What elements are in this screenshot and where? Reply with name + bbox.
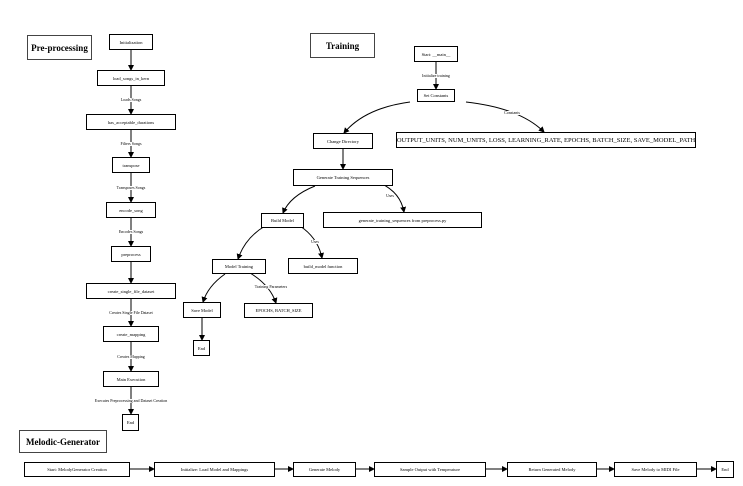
node-build-model-function: build_model function	[288, 258, 358, 274]
node-create-single-file-dataset: create_single_file_dataset	[86, 283, 176, 299]
node-main-execution: Main Execution	[103, 371, 159, 387]
node-set-constants: Set Constants	[417, 89, 455, 102]
edge-label-constants: Constants	[504, 110, 520, 115]
node-generate-training-sequences: Generate Training Sequences	[293, 169, 393, 186]
section-title-melodic-generator: Melodic-Generator	[19, 430, 107, 453]
node-start-main: Start: __main__	[414, 46, 458, 62]
node-preprocess: preprocess	[111, 246, 151, 262]
edge-training-save	[201, 273, 226, 303]
node-load-songs-in-kern: load_songs_in_kern	[97, 70, 165, 86]
node-pre-end: End	[122, 414, 139, 431]
section-title-preprocessing: Pre-processing	[27, 35, 92, 60]
edge-constants-changedir	[343, 101, 411, 134]
node-train-end: End	[193, 340, 210, 356]
node-gen-sample-output: Sample Output with Temperature	[374, 462, 486, 477]
node-gen-initialize: Initialize: Load Model and Mappings	[154, 462, 275, 477]
node-model-training: Model Training	[212, 259, 266, 274]
node-gen-start: Start: MelodyGenerator Creation	[24, 462, 130, 477]
node-save-model: Save Model	[183, 302, 221, 318]
node-gen-end: End	[716, 461, 734, 478]
node-gen-save-midi: Save Melody to MIDI File	[614, 462, 697, 477]
edge-label-training-parameters: Training Parameters	[254, 284, 288, 289]
node-has-acceptable-durations: has_acceptable_durations	[86, 114, 176, 130]
edge-label-creates-mapping: Creates Mapping	[117, 354, 145, 359]
node-create-mapping: create_mapping	[103, 326, 159, 342]
node-gen-generate-melody: Generate Melody	[293, 462, 356, 477]
section-title-training: Training	[310, 33, 375, 58]
node-transpose: transpose	[112, 157, 150, 173]
edge-label-filters-songs: Filters Songs	[120, 141, 142, 146]
edge-build-training	[236, 225, 266, 260]
node-initialization: Initialization	[109, 34, 153, 50]
edge-label-executes-preprocessing: Executes Preprocessing and Dataset Creat…	[94, 398, 168, 403]
edge-label-uses-1: Uses	[386, 193, 394, 198]
edge-constants-list	[465, 101, 545, 133]
node-epochs-batch-size: EPOCHS, BATCH_SIZE	[244, 303, 313, 318]
edge-label-loads-songs: Loads Songs	[120, 97, 142, 102]
edge-label-transposes-songs: Transposes Songs	[116, 185, 146, 190]
edge-label-encodes-songs: Encodes Songs	[118, 229, 144, 234]
node-constants-list: OUTPUT_UNITS, NUM_UNITS, LOSS, LEARNING_…	[396, 132, 696, 148]
edge-label-initialize-training: Initialize training	[422, 73, 450, 78]
edge-label-creates-single-file-dataset: Creates Single File Dataset	[109, 310, 153, 315]
node-encode-song: encode_song	[106, 202, 156, 218]
edge-label-uses-2: Uses	[311, 239, 319, 244]
node-change-directory: Change Directory	[313, 133, 373, 149]
node-generate-training-sequences-fn: generate_training_sequences from preproc…	[323, 212, 482, 228]
node-gen-return-melody: Return Generated Melody	[507, 462, 597, 477]
node-build-model: Build Model	[261, 213, 304, 228]
edge-gen-build	[282, 185, 316, 214]
